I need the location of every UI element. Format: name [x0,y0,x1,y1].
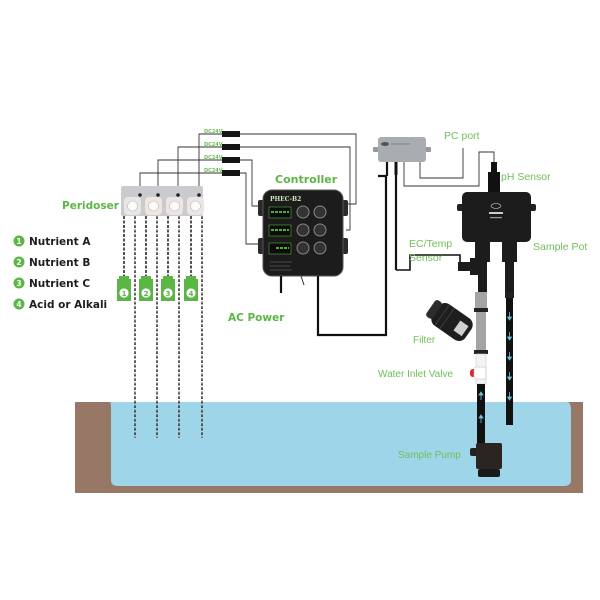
nutrient-bottle-4: 4 [184,276,198,301]
ph-sensor [488,162,500,192]
flow-arrow-down [506,392,513,401]
sample-pot-label: Sample Pot [533,241,587,253]
ph-sensor-label: pH Sensor [501,171,551,183]
legend-item: 1 Nutrient A [13,235,91,248]
peridoser-unit [121,186,204,216]
flow-arrow-up [478,391,484,400]
dc-adapter [222,157,240,163]
filter [426,300,473,341]
ac-power-label: AC Power [228,312,285,324]
svg-text:2: 2 [16,258,21,267]
svg-text:3: 3 [166,290,171,298]
svg-text:1: 1 [16,237,21,246]
svg-text:4: 4 [189,290,194,298]
ec-temp-label-line1: EC/Temp [409,238,452,250]
water-inlet-valve-label: Water Inlet Valve [378,369,453,380]
sample-pot [457,192,536,292]
flow-arrow-up [478,414,484,423]
peristaltic-pump [187,197,204,215]
dc-label: DC24V [204,142,223,148]
peristaltic-pump [124,197,141,215]
controller-label: Controller [275,173,338,186]
ec-temp-sensor [458,258,480,275]
dc24v-adapters: DC24V DC24V DC24V DC24V [204,129,240,176]
dc-adapter [222,131,240,137]
dc-label: DC24V [204,168,223,174]
nutrient-bottle-2: 2 [139,276,153,301]
svg-text:Acid or Alkali: Acid or Alkali [29,299,107,311]
water-inlet-valve[interactable] [470,366,487,380]
nutrient-bottle-1: 1 [117,276,131,301]
legend-item: 2 Nutrient B [13,256,90,269]
flow-arrow-down [506,312,513,321]
svg-text:Nutrient C: Nutrient C [29,278,90,290]
svg-text:Nutrient B: Nutrient B [29,257,90,269]
peristaltic-pump [166,197,183,215]
controller-cables [279,174,388,337]
svg-text:1: 1 [122,290,127,298]
controller-brand: PHEC-B2 [270,196,301,203]
dc24v-power-lines [139,133,357,245]
dc-label: DC24V [204,155,223,161]
filter-label: Filter [413,335,436,346]
svg-text:4: 4 [16,300,21,309]
controller-display [268,206,292,255]
peristaltic-pump [145,197,162,215]
flow-arrow-down [506,332,513,341]
ec-temp-label-line2: Sensor [409,252,443,264]
sample-pump-label: Sample Pump [398,450,461,461]
hub-cables [385,148,495,271]
sample-pump [470,443,502,477]
nutrient-legend: 1 Nutrient A 2 Nutrient B 3 Nutrient C 4… [13,235,107,311]
dosing-tubes [123,216,203,438]
controller-knobs[interactable] [296,205,327,255]
svg-text:Nutrient A: Nutrient A [29,236,91,248]
outlet-pipe [505,292,514,425]
controller-device: PHEC-B2 [258,189,348,277]
legend-item: 4 Acid or Alkali [13,298,107,311]
legend-item: 3 Nutrient C [13,277,90,290]
svg-text:3: 3 [16,279,21,288]
pc-port-label: PC port [444,130,480,142]
dc-adapter [222,170,240,176]
tank-water [110,402,571,486]
dc-label: DC24V [204,129,223,135]
pc-port-hub [373,137,431,162]
nutrient-bottles: 1 2 3 4 [117,276,198,301]
peridoser-label: Peridoser [62,200,120,212]
svg-text:2: 2 [144,290,149,298]
flow-arrow-down [506,372,513,381]
flow-arrow-down [506,352,513,361]
dc-adapter [222,144,240,150]
nutrient-bottle-3: 3 [161,276,175,301]
